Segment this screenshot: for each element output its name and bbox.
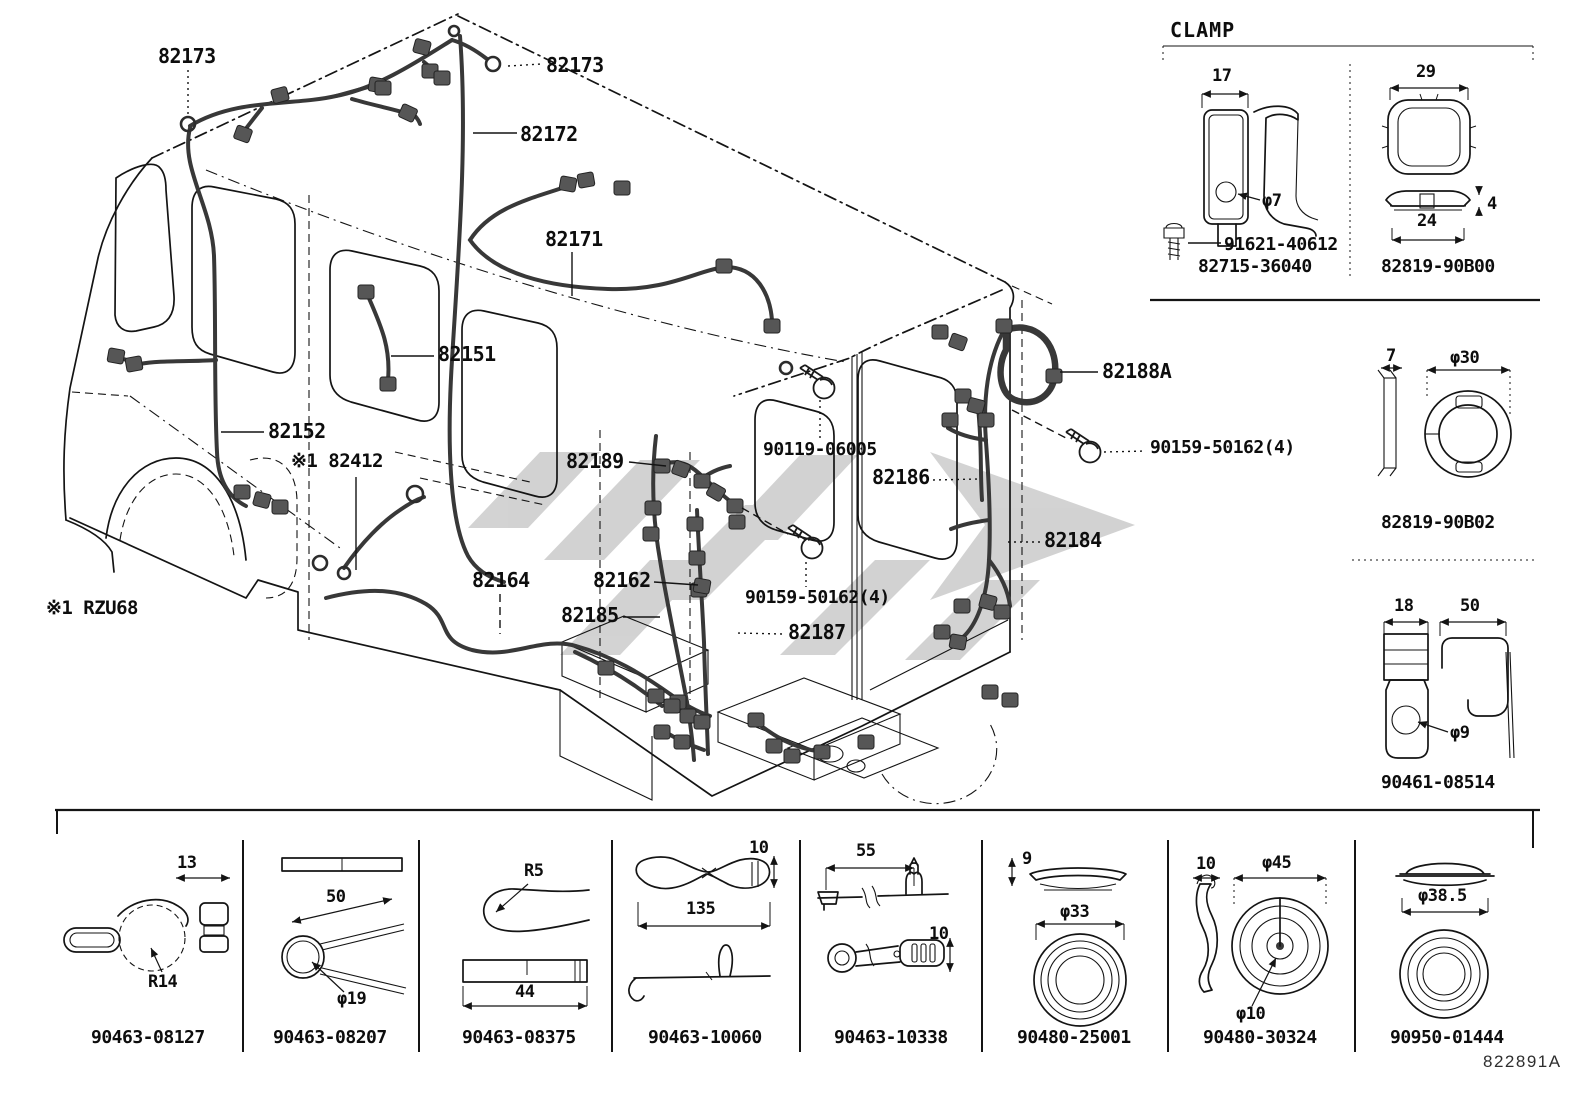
ring-terminals (179, 24, 794, 581)
part-drawing-90463-08375 (462, 883, 590, 1010)
truck-cab-outline (63, 13, 1053, 805)
clamp-section (1150, 45, 1540, 302)
wiring-harnesses (118, 34, 1059, 762)
bracket-90461-drawing (1383, 618, 1515, 759)
clamp-clip-drawing (1381, 84, 1483, 244)
part-drawing-90463-08207 (281, 857, 407, 995)
part-drawing-90463-10338 (817, 857, 954, 973)
part-drawing-90463-08127 (63, 874, 230, 973)
part-drawing-90463-10060 (628, 856, 778, 1002)
bottom-parts-strip (55, 808, 1540, 1052)
part-drawing-90950-01444 (1395, 862, 1495, 1019)
part-drawing-90480-30324 (1193, 874, 1329, 1007)
leader-lines (187, 63, 1147, 635)
grommet-ring-drawing (1352, 364, 1538, 561)
part-drawing-90480-25001 (1008, 858, 1127, 1027)
watermark-logo (468, 452, 1135, 660)
clamp-bracket-drawing (1163, 90, 1319, 260)
